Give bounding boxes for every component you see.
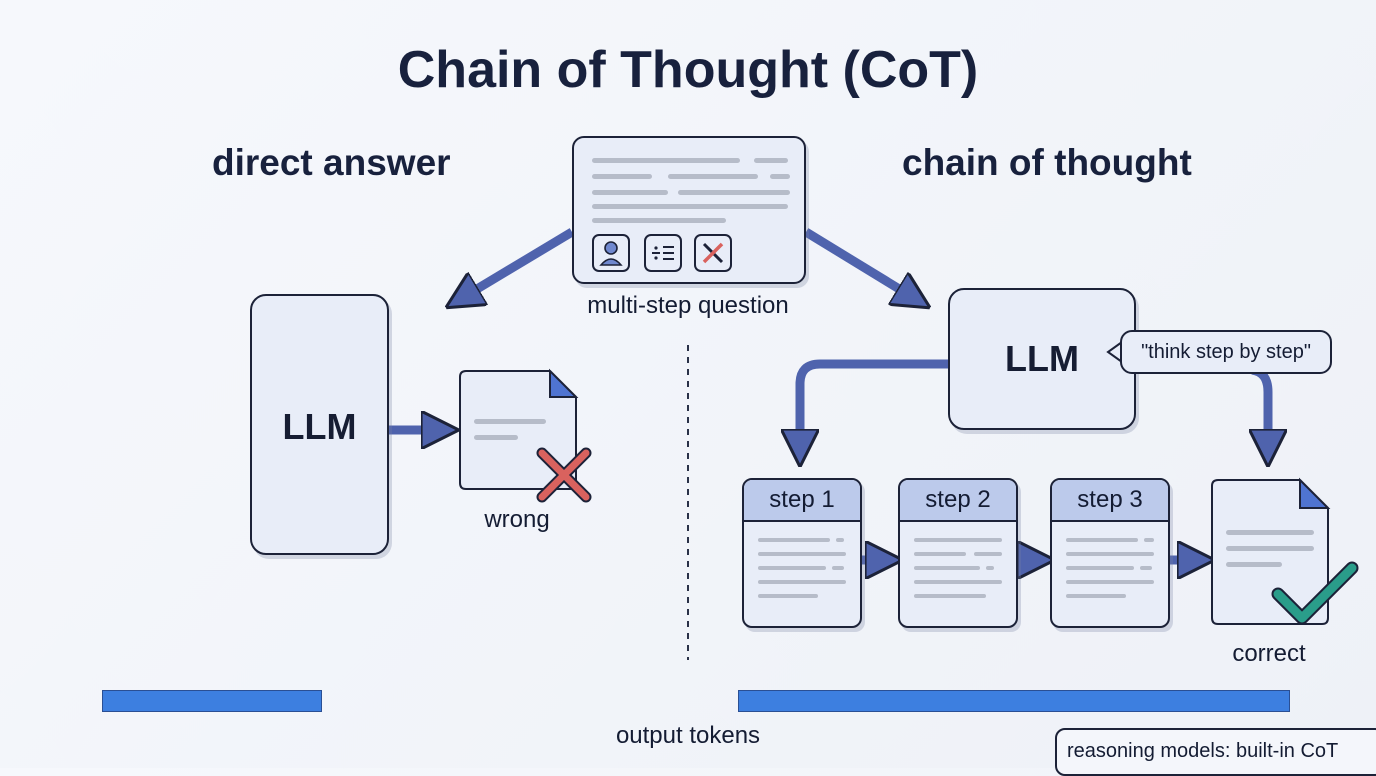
question-label: multi-step question	[587, 292, 789, 319]
step-label: step 3	[1052, 480, 1168, 522]
output-tokens-label: output tokens	[615, 722, 761, 749]
chain-of-thought-heading: chain of thought	[902, 142, 1192, 183]
correct-answer-document	[1208, 476, 1368, 632]
correct-check-icon	[1271, 561, 1359, 625]
think-step-by-step-bubble: "think step by step"	[1120, 330, 1332, 374]
direct-llm-label: LLM	[282, 406, 357, 447]
arrow-question-to-direct	[462, 228, 575, 298]
direct-answer-heading: direct answer	[212, 142, 451, 183]
wrong-label: wrong	[484, 506, 550, 533]
direct-llm-node: LLM	[250, 294, 389, 555]
arrow-question-to-cot	[803, 228, 914, 298]
question-card	[572, 136, 806, 284]
cot-output-token-bar	[738, 690, 1290, 712]
cot-llm-label: LLM	[1005, 338, 1079, 379]
reasoning-models-note: reasoning models: built-in CoT	[1055, 728, 1376, 776]
step-card: step 3	[1050, 478, 1170, 628]
step-card: step 1	[742, 478, 862, 628]
step-card: step 2	[898, 478, 1018, 628]
cot-llm-node: LLM	[948, 288, 1136, 430]
divide-list-icon	[644, 234, 682, 272]
correct-label: correct	[1232, 640, 1306, 667]
pencil-ruler-icon	[694, 234, 732, 272]
person-icon	[592, 234, 630, 272]
page-title: Chain of Thought (CoT)	[397, 41, 979, 99]
arrow-llm-to-step1	[800, 359, 948, 448]
step-label: step 1	[744, 480, 860, 522]
arrow-bubble-to-correct	[1252, 365, 1268, 448]
wrong-x-icon	[536, 447, 592, 503]
direct-output-token-bar	[102, 690, 322, 712]
step-label: step 2	[900, 480, 1016, 522]
wrong-answer-document	[456, 367, 592, 503]
